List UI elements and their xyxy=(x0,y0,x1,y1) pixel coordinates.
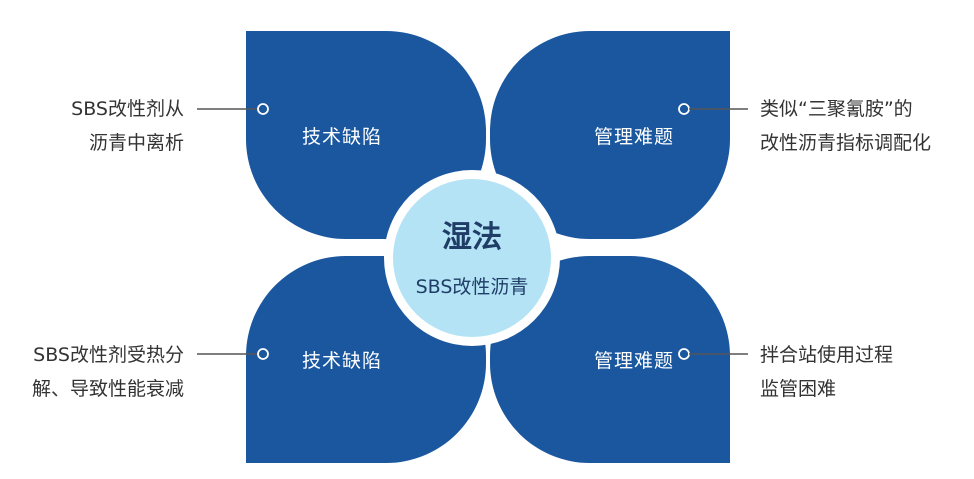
center-circle: 湿法 SBS改性沥青 xyxy=(384,170,560,346)
quadrant-label: 管理难题 xyxy=(593,125,674,148)
center-title: 湿法 xyxy=(442,219,502,255)
note-line: 沥青中离析 xyxy=(88,132,184,154)
note-line: 改性沥青指标调配化 xyxy=(760,132,932,154)
note-line: 类似“三聚氰胺”的 xyxy=(760,98,913,120)
center-subtitle: SBS改性沥青 xyxy=(415,275,529,298)
note-line: 解、导致性能衰减 xyxy=(31,378,184,400)
center-circle-inner: 湿法 SBS改性沥青 xyxy=(393,179,551,337)
note-top-left: SBS改性剂从 沥青中离析 xyxy=(71,92,184,160)
note-bottom-left: SBS改性剂受热分 解、导致性能衰减 xyxy=(32,338,184,406)
note-line: SBS改性剂从 xyxy=(71,98,184,120)
quadrant-label: 管理难题 xyxy=(593,350,674,372)
quadrant-bottom-right: 管理难题 xyxy=(490,256,730,463)
note-line: 拌合站使用过程 xyxy=(760,344,894,366)
note-top-right: 类似“三聚氰胺”的 改性沥青指标调配化 xyxy=(760,92,931,160)
note-line: 监管困难 xyxy=(760,378,837,400)
quadrant-top-left: 技术缺陷 xyxy=(246,31,486,239)
note-bottom-right: 拌合站使用过程 监管困难 xyxy=(760,338,893,406)
note-line: SBS改性剂受热分 xyxy=(33,344,184,366)
quadrant-label: 技术缺陷 xyxy=(301,350,382,372)
quadrant-label: 技术缺陷 xyxy=(301,125,382,148)
